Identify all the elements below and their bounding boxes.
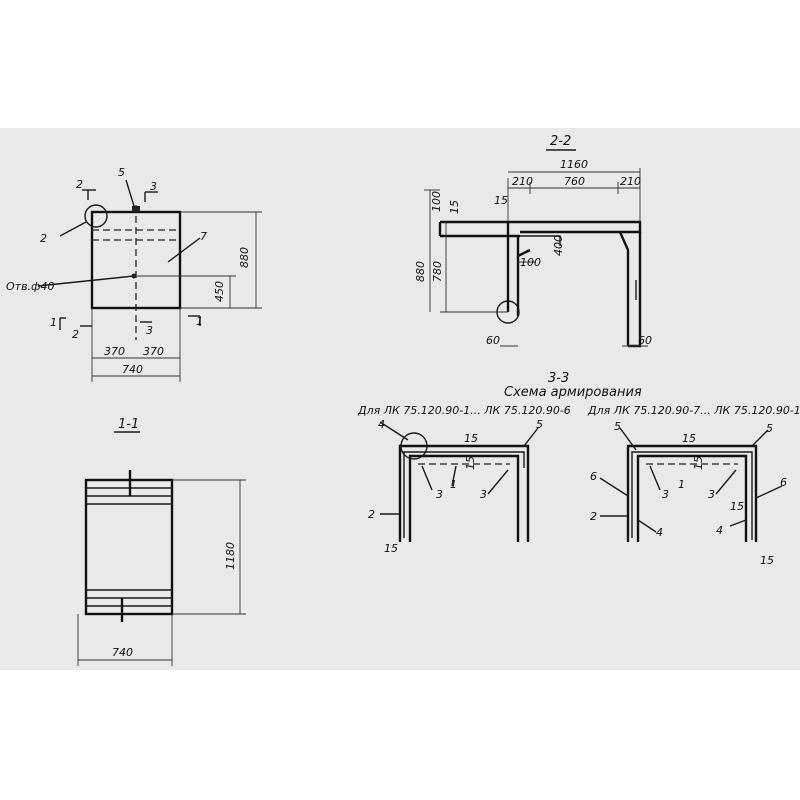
- left-callout-2: 2: [368, 508, 375, 521]
- left-callout-15-top: 15: [464, 432, 478, 445]
- section-3-3: 3-3 Схема армирования Для ЛК 75.120.90-1…: [357, 371, 800, 567]
- section-1-1-dim-1180: 1180: [224, 542, 237, 570]
- section-2-2-dim-100-top: 100: [430, 191, 443, 212]
- plan-loop-5: [132, 206, 140, 212]
- section-1-1-title: 1-1: [118, 417, 139, 432]
- drawing-sheet: [0, 128, 800, 670]
- section-1-1-outline: [84, 478, 174, 616]
- section-2-2-dim-1160: 1160: [560, 158, 588, 171]
- plan-section-mark-1-left: 1: [50, 316, 57, 329]
- left-reinforcement-scheme: 4 5 15 15 3 1 3 2 15: [368, 418, 543, 555]
- section-2-2-top-slab: [440, 220, 642, 234]
- plan-dim-880: 880: [238, 247, 251, 268]
- right-callout-6b: 6: [780, 476, 787, 489]
- left-callout-3a: 3: [436, 488, 443, 501]
- left-callout-1: 1: [450, 478, 457, 491]
- right-callout-15: 15: [730, 500, 744, 513]
- section-2-2-dim-400: 400: [552, 235, 565, 256]
- section-2-2-dim-780: 780: [431, 261, 444, 282]
- plan-callout-7: 7: [200, 230, 207, 243]
- plan-detail-circle: [84, 204, 108, 228]
- reinforcement-scheme-title: Схема армирования: [504, 385, 642, 400]
- plan-view: Отв.ф40 2 3 1 2 3 1 5 2 7 880 450 370 37: [6, 166, 262, 382]
- section-2-2-dim-15-left: 15: [494, 194, 508, 207]
- right-reinforcement-scheme: 5 5 15 15 6 3 1 3 6 2 4 15 4 15: [590, 420, 787, 567]
- left-scheme-caption: Для ЛК 75.120.90-1... ЛК 75.120.90-6: [357, 404, 571, 417]
- section-2-2-dim-210-right: 210: [620, 175, 641, 188]
- plan-hole-leader: [37, 275, 135, 287]
- left-scheme-outer-frame: [398, 444, 530, 542]
- left-callout-15-mid: 15: [464, 456, 477, 470]
- section-2-2-dim-60-left: 60: [486, 334, 500, 347]
- right-callout-1: 1: [678, 478, 685, 491]
- left-callout-4: 4: [378, 418, 385, 431]
- left-scheme-detail-circle: [400, 432, 428, 460]
- right-callout-5b: 5: [766, 422, 773, 435]
- plan-dim-370-left: 370: [104, 345, 125, 358]
- section-1-1-dim-740: 740: [112, 646, 133, 659]
- section-2-2-dim-760: 760: [564, 175, 585, 188]
- right-scheme-caption: Для ЛК 75.120.90-7... ЛК 75.120.90-10: [587, 404, 800, 417]
- section-2-2-dim-100-inner: 100: [520, 256, 541, 269]
- section-2-2: 2-2 1160 210 760 210 880 780: [414, 134, 652, 348]
- right-callout-3b: 3: [708, 488, 715, 501]
- right-callout-3a: 3: [662, 488, 669, 501]
- left-callout-15: 15: [384, 542, 398, 555]
- right-callout-15-mid: 15: [692, 456, 705, 470]
- plan-section-mark-2-bottom: 2: [72, 328, 79, 341]
- plan-hole-label: Отв.ф40: [6, 280, 54, 293]
- plan-section-mark-3-top: 3: [150, 180, 157, 193]
- section-2-2-dim-60-right: 60: [638, 334, 652, 347]
- section-2-2-dim-880: 880: [414, 261, 427, 282]
- right-callout-6a: 6: [590, 470, 597, 483]
- plan-dim-450: 450: [213, 281, 226, 302]
- right-callout-4b: 4: [716, 524, 723, 537]
- left-callout-3b: 3: [480, 488, 487, 501]
- left-callout-5: 5: [536, 418, 543, 431]
- right-callout-15-top: 15: [682, 432, 696, 445]
- plan-section-mark-2-top: 2: [76, 178, 83, 191]
- right-callout-5a: 5: [614, 420, 621, 433]
- right-callout-2: 2: [590, 510, 597, 523]
- section-1-1: 1-1 1180 740: [77, 417, 246, 666]
- right-callout-15-bottom: 15: [760, 554, 774, 567]
- section-2-2-right-leg: [618, 231, 630, 346]
- plan-dim-370-right: 370: [143, 345, 164, 358]
- plan-callout-5: 5: [118, 166, 125, 179]
- right-callout-4a: 4: [656, 526, 663, 539]
- section-2-2-dim-15: 15: [448, 200, 461, 214]
- section-2-2-dim-210-left: 210: [512, 175, 533, 188]
- plan-dim-740: 740: [122, 363, 143, 376]
- section-2-2-title: 2-2: [550, 134, 571, 149]
- plan-section-mark-3-bottom: 3: [146, 324, 153, 337]
- section-3-3-title: 3-3: [548, 371, 569, 386]
- plan-callout-2: 2: [40, 232, 47, 245]
- plan-section-mark-1-right: 1: [196, 315, 203, 328]
- right-scheme-outer-frame: [626, 444, 758, 542]
